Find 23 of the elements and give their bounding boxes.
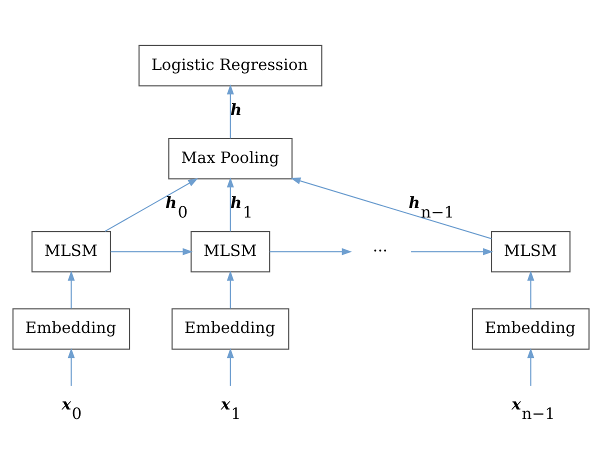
node-box: MLSM [490,230,571,272]
arrow [68,270,75,309]
arrow [104,178,198,232]
arrow [527,348,534,386]
arrow [68,348,75,386]
arrow [226,177,234,232]
node-box: Embedding [172,308,290,350]
node-box: MLSM [31,230,112,272]
node-box: Logistic Regression [138,44,322,86]
arrow [411,248,494,256]
arrow [270,248,352,256]
node-box: Max Pooling [168,138,293,180]
arrow [527,270,534,309]
node-box: Embedding [472,308,590,350]
arrow [226,348,234,386]
arrow [290,178,492,240]
arrow [226,270,234,309]
edge-label: h [230,100,242,120]
node-box: Embedding [12,308,130,350]
arrow [110,248,193,256]
node-box: MLSM [190,230,270,272]
arrow [226,84,234,138]
node-text: ··· [372,240,388,260]
